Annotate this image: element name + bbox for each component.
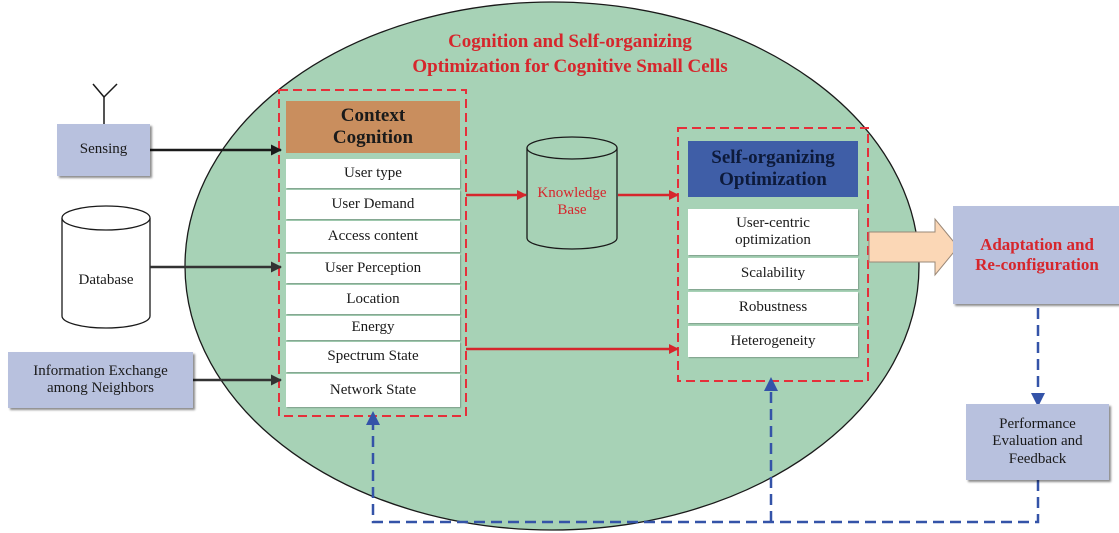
context-item-network-state: Network State bbox=[286, 374, 460, 407]
opt-item-scalability: Scalability bbox=[688, 258, 858, 289]
knowledge-base-cylinder bbox=[526, 136, 618, 250]
info-exchange-line2: among Neighbors bbox=[46, 380, 155, 396]
knowledge-base-label: Knowledge Base bbox=[527, 180, 617, 224]
context-header-line1: Context bbox=[340, 105, 406, 127]
context-cognition-header: Context Cognition bbox=[286, 101, 460, 153]
info-exchange-line1: Information Exchange bbox=[33, 362, 168, 379]
sensing-box: Sensing bbox=[57, 124, 150, 176]
context-item-user-perception: User Perception bbox=[286, 254, 460, 283]
context-item-access-content: Access content bbox=[286, 221, 460, 252]
opt-item-user-centric-line2: optimization bbox=[735, 232, 811, 248]
antenna-icon bbox=[92, 83, 118, 124]
performance-line2: Evaluation and bbox=[992, 433, 1083, 450]
adaptation-line1: Adaptation and bbox=[980, 235, 1094, 255]
performance-box: Performance Evaluation and Feedback bbox=[966, 404, 1109, 480]
opt-item-robustness: Robustness bbox=[688, 292, 858, 323]
database-cylinder bbox=[61, 205, 151, 329]
kb-line1: Knowledge bbox=[537, 184, 607, 201]
context-item-energy: Energy bbox=[286, 316, 460, 340]
database-label: Database bbox=[78, 272, 134, 289]
feedback-path bbox=[366, 411, 1040, 524]
info-exchange-box: Information Exchange among Neighbors bbox=[8, 352, 193, 408]
opt-item-heterogeneity: Heterogeneity bbox=[688, 326, 858, 357]
context-header-line2: Cognition bbox=[332, 127, 414, 148]
self-organizing-header: Self-organizing Optimization bbox=[688, 141, 858, 197]
adaptation-box: Adaptation and Re-configuration bbox=[953, 206, 1119, 304]
performance-line3: Feedback bbox=[1008, 450, 1067, 467]
diagram-title-line2: Optimization for Cognitive Small Cells bbox=[412, 56, 728, 78]
opt-item-user-centric-line1: User-centric bbox=[736, 214, 810, 231]
opt-header-line1: Self-organizing bbox=[711, 147, 835, 169]
adaptation-line2: Re-configuration bbox=[975, 255, 1099, 274]
diagram-title-line1: Cognition and Self-organizing bbox=[448, 31, 692, 53]
opt-header-line2: Optimization bbox=[719, 169, 827, 190]
context-item-location: Location bbox=[286, 285, 460, 314]
performance-line1: Performance bbox=[999, 416, 1076, 433]
opt-item-user-centric: User-centric optimization bbox=[688, 209, 858, 255]
adaptation-arrow bbox=[868, 217, 959, 277]
context-item-user-type: User type bbox=[286, 159, 460, 188]
context-item-user-demand: User Demand bbox=[286, 190, 460, 219]
context-item-spectrum-state: Spectrum State bbox=[286, 342, 460, 372]
kb-line2: Base bbox=[557, 202, 587, 218]
